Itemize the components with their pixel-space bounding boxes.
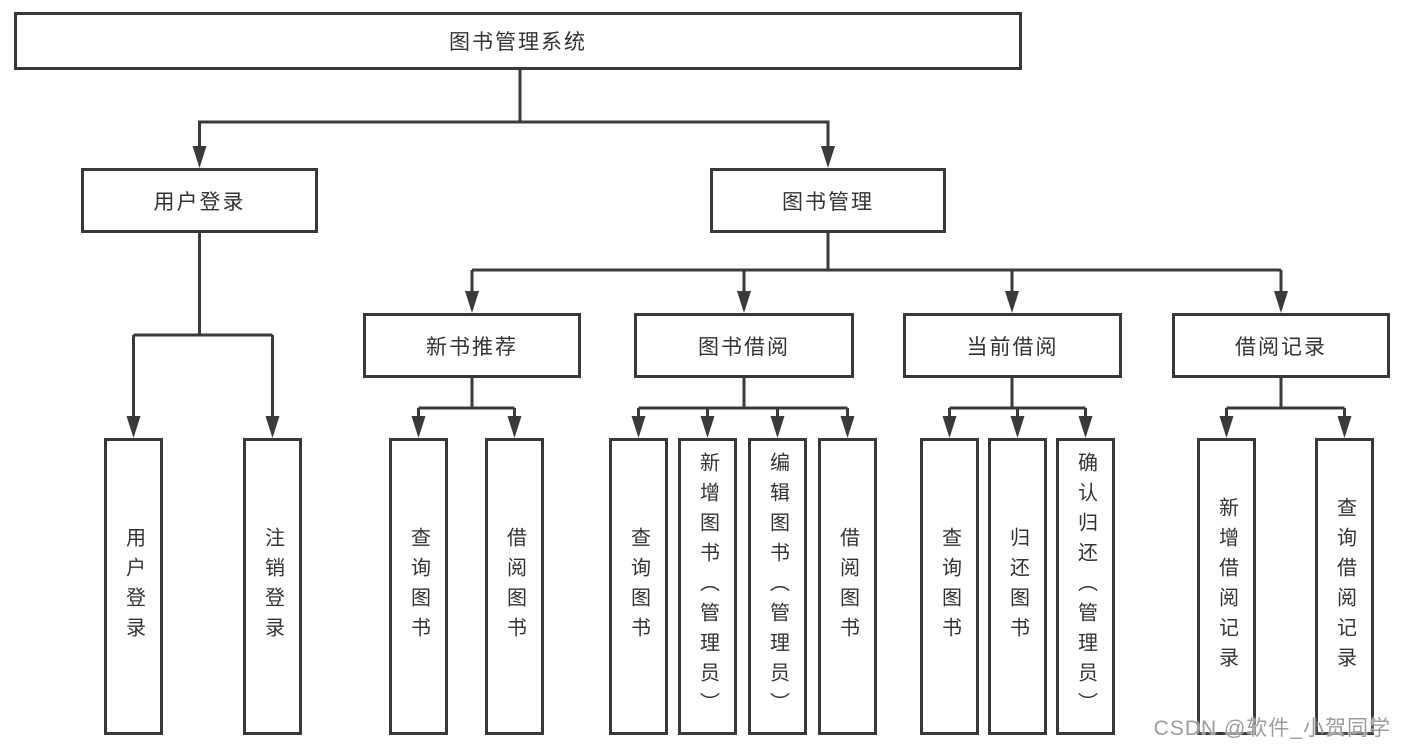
csdn-watermark: CSDN @软件_小贺同学 bbox=[1153, 717, 1391, 740]
leaf-query-book-current: 查询图书 bbox=[920, 438, 979, 735]
leaf-logout: 注销登录 bbox=[243, 438, 302, 735]
node-new-book-recommend: 新书推荐 bbox=[363, 313, 581, 378]
node-label: 当前借阅 bbox=[966, 335, 1059, 359]
connector-borrow-record-children bbox=[1219, 378, 1352, 438]
leaf-label: 查询借阅记录 bbox=[1333, 496, 1356, 677]
leaf-label: 查询图书 bbox=[938, 526, 961, 647]
node-book-management: 图书管理 bbox=[710, 168, 946, 233]
leaf-add-book-admin: 新增图书（管理员） bbox=[678, 438, 737, 735]
leaf-label: 新增图书（管理员） bbox=[696, 451, 719, 722]
leaf-label: 借阅图书 bbox=[836, 526, 859, 647]
leaf-query-book-borrow: 查询图书 bbox=[609, 438, 668, 735]
leaf-label: 确认归还（管理员） bbox=[1074, 451, 1097, 722]
leaf-confirm-return-admin: 确认归还（管理员） bbox=[1056, 438, 1115, 735]
leaf-label: 新增借阅记录 bbox=[1215, 496, 1238, 677]
leaf-label: 编辑图书（管理员） bbox=[766, 451, 789, 722]
leaf-user-login: 用户登录 bbox=[104, 438, 163, 735]
node-label: 图书管理 bbox=[782, 190, 874, 214]
node-borrow-records: 借阅记录 bbox=[1172, 313, 1390, 378]
leaf-borrow-book-recommend: 借阅图书 bbox=[485, 438, 544, 735]
connector-root-to-level2 bbox=[192, 70, 835, 168]
node-current-borrow: 当前借阅 bbox=[903, 313, 1122, 378]
leaf-label: 用户登录 bbox=[122, 526, 145, 647]
node-label: 图书管理系统 bbox=[449, 31, 587, 54]
leaf-edit-book-admin: 编辑图书（管理员） bbox=[748, 438, 807, 735]
leaf-label: 归还图书 bbox=[1006, 526, 1029, 647]
node-user-login: 用户登录 bbox=[81, 168, 318, 233]
node-label: 新书推荐 bbox=[426, 335, 518, 359]
node-book-borrow: 图书借阅 bbox=[634, 313, 854, 378]
leaf-label: 查询图书 bbox=[407, 526, 430, 647]
node-label: 借阅记录 bbox=[1235, 335, 1327, 359]
node-label: 用户登录 bbox=[153, 190, 246, 214]
node-library-management-system: 图书管理系统 bbox=[14, 12, 1022, 70]
connector-new-book-children bbox=[411, 378, 522, 438]
connector-user-login-children bbox=[126, 233, 280, 438]
connector-book-borrow-children bbox=[631, 378, 855, 438]
node-label: 图书借阅 bbox=[698, 335, 790, 359]
leaf-query-borrow-record: 查询借阅记录 bbox=[1315, 438, 1374, 735]
leaf-return-book: 归还图书 bbox=[988, 438, 1047, 735]
leaf-label: 查询图书 bbox=[627, 526, 650, 647]
leaf-label: 借阅图书 bbox=[503, 526, 526, 647]
leaf-borrow-book: 借阅图书 bbox=[818, 438, 877, 735]
connector-current-borrow-children bbox=[942, 378, 1093, 438]
leaf-query-book-recommend: 查询图书 bbox=[389, 438, 448, 735]
leaf-label: 注销登录 bbox=[261, 526, 284, 647]
connector-book-management-children bbox=[465, 233, 1288, 313]
leaf-add-borrow-record: 新增借阅记录 bbox=[1197, 438, 1256, 735]
